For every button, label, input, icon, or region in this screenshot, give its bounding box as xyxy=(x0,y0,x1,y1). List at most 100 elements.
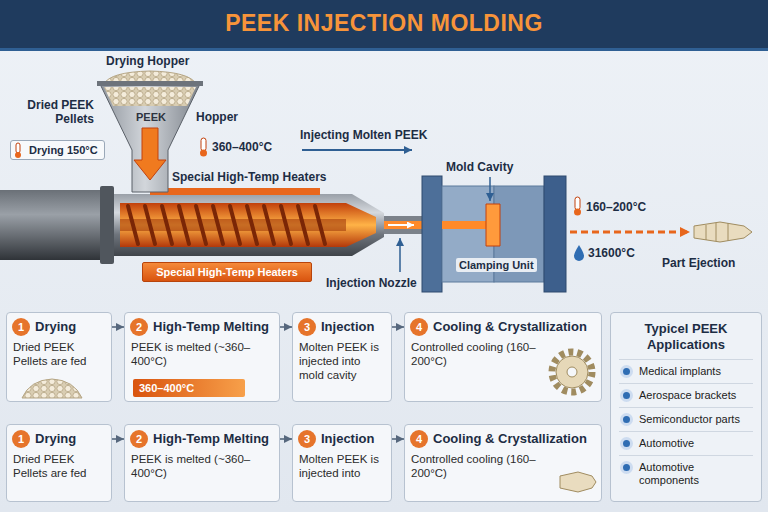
title: PEEK INJECTION MOLDING xyxy=(0,10,768,37)
process-label: Injecting Molten PEEK xyxy=(300,128,427,142)
callout-number: 3 xyxy=(298,430,316,448)
barrel-shape xyxy=(100,186,114,264)
flow-arrow xyxy=(112,326,124,328)
gear-part-shape xyxy=(567,367,577,377)
callout-number: 2 xyxy=(130,430,148,448)
barrel-shape-shape xyxy=(281,206,291,244)
molded-part xyxy=(560,472,596,492)
barrel-shape xyxy=(384,216,422,234)
part-label-holder: Drying Hopper xyxy=(106,54,189,68)
temperature-bar: 360–400°C xyxy=(133,379,245,397)
step-number: 2 xyxy=(130,318,148,336)
step-heading: Drying xyxy=(35,319,105,335)
step-number: 4 xyxy=(410,430,428,448)
background-shape xyxy=(0,0,768,50)
hopper-shape xyxy=(104,87,196,106)
part-label-holder: Mold Cavity xyxy=(446,160,513,174)
step-text: PEEK is melted (~360–400°C) xyxy=(131,452,273,480)
step-number: 4 xyxy=(410,318,428,336)
ejection-shape xyxy=(694,222,752,242)
temperature-label-holder: 160–200°C xyxy=(586,200,646,214)
molded-part-shape xyxy=(560,472,596,492)
gear-part-shape xyxy=(556,356,588,388)
injection-arrow xyxy=(302,150,412,151)
ejection-shape xyxy=(706,225,707,240)
step-number: 3 xyxy=(298,318,316,336)
barrel-shape-shape xyxy=(230,206,240,244)
callout-number: 3 xyxy=(298,318,316,336)
gear-part xyxy=(552,352,592,392)
temperature-label-holder: 360–400°C xyxy=(212,140,272,154)
ejection-shape xyxy=(716,223,717,241)
thermometer-icon xyxy=(15,143,21,158)
process-step: DryingDried PEEK Pellets are fed1 xyxy=(6,312,112,402)
part-label: Drying Hopper xyxy=(106,54,189,68)
process-step: InjectionMolten PEEK is injected into mo… xyxy=(292,312,392,402)
part-label: PEEK xyxy=(136,110,166,124)
flow-arrow xyxy=(280,438,292,440)
hopper-shape xyxy=(200,150,207,157)
step-heading: Injection xyxy=(321,431,385,447)
part-label: Mold Cavity xyxy=(446,160,513,174)
barrel-shape xyxy=(388,224,414,226)
callout-number: 1 xyxy=(12,318,30,336)
temperature-label: 31600°C xyxy=(588,246,635,260)
injection-arrow-shape xyxy=(302,149,412,151)
step-text: Controlled cooling (160–200°C) xyxy=(411,452,543,480)
step-heading: Cooling & Crystallization xyxy=(433,319,595,335)
flow-arrow xyxy=(280,326,292,328)
application-item: Automotive components xyxy=(619,455,753,492)
barrel-shape-shape xyxy=(298,206,308,244)
process-label-holder: Injecting Molten PEEK xyxy=(300,128,427,142)
process-step: Cooling & CrystallizationControlled cool… xyxy=(404,312,602,402)
step-number: 1 xyxy=(12,430,30,448)
applications-panel: Typicel PEEK ApplicationsMedical implant… xyxy=(610,312,762,502)
mold xyxy=(422,176,566,292)
process-step: High-Temp MeltingPEEK is melted (~360–40… xyxy=(124,424,280,502)
barrel-shape-shape xyxy=(128,206,138,244)
temperature-label: 160–200°C xyxy=(586,200,646,214)
step-text: Molten PEEK is injected into mold cavity xyxy=(299,340,385,382)
temperature-tag: Drying 150°C xyxy=(10,140,105,160)
thermometer-icon-shape xyxy=(16,143,20,153)
barrel-shape-shape xyxy=(162,206,172,244)
process-step: Cooling & CrystallizationControlled cool… xyxy=(404,424,602,502)
step-heading: High-Temp Melting xyxy=(153,431,273,447)
barrel-shape-shape xyxy=(145,206,155,244)
barrel-shape xyxy=(150,188,320,195)
part-label: Clamping Unit xyxy=(456,258,537,272)
barrel-shape xyxy=(346,203,376,247)
temperature-label: 360–400°C xyxy=(212,140,272,154)
step-text: Controlled cooling (160–200°C) xyxy=(411,340,543,368)
process-step: High-Temp MeltingPEEK is melted (~360–40… xyxy=(124,312,280,402)
background-shape xyxy=(0,48,768,51)
part-label: Dried PEEK Pellets xyxy=(8,98,94,126)
barrel-shape xyxy=(114,194,352,256)
flow-arrow xyxy=(392,438,404,440)
part-label-holder: PEEK xyxy=(136,110,166,124)
ejection-shape xyxy=(575,197,580,210)
callout-number: 1 xyxy=(12,430,30,448)
callout-number: 4 xyxy=(410,430,428,448)
ejection-shape xyxy=(728,223,729,241)
heater-text: Special High-Temp Heaters xyxy=(143,263,311,281)
process-label: Part Ejection xyxy=(662,256,735,270)
panel-heading: Typicel PEEK Applications xyxy=(619,321,753,353)
ejection xyxy=(570,197,752,261)
part-label-holder: Hopper xyxy=(196,110,238,124)
hopper-shape xyxy=(201,138,206,151)
thermometer-icon-shape xyxy=(15,152,21,158)
barrel-shape-shape xyxy=(213,206,223,244)
barrel-shape xyxy=(384,221,422,229)
flow-arrow xyxy=(392,326,404,328)
ejection-shape xyxy=(574,209,581,216)
barrel-shape xyxy=(0,190,102,260)
barrel xyxy=(0,186,422,272)
barrel-shape-shape xyxy=(179,206,189,244)
